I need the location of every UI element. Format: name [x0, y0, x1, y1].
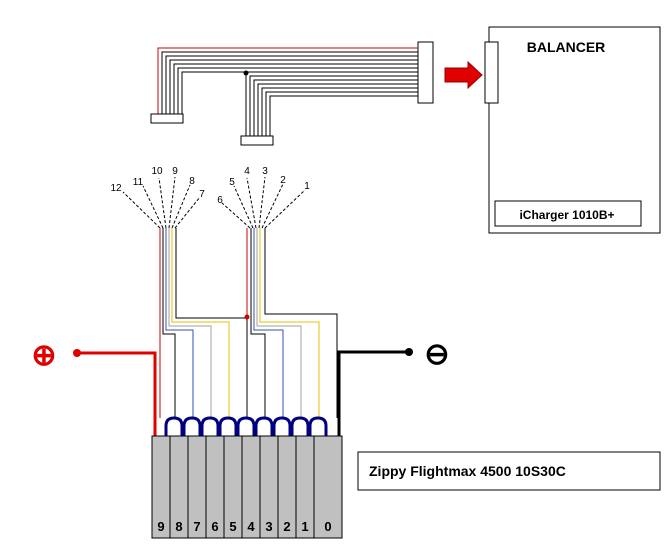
cell-numbers: 9 8 7 6 5 4 3 2 1 0 [157, 519, 331, 534]
battery-pack [151, 435, 343, 539]
cell-number: 8 [175, 519, 182, 534]
balance-plug-left [150, 113, 184, 124]
balance-leads-left [159, 228, 248, 418]
pin-label: 12 [110, 183, 122, 194]
connect-arrow-icon [444, 60, 483, 90]
pin-fan-right [221, 176, 306, 229]
pin-label: 2 [280, 175, 286, 186]
harness-junction [243, 70, 249, 76]
balance-cable-connector [417, 41, 434, 104]
cell-number: 4 [247, 519, 255, 534]
harness-right [245, 72, 418, 136]
pin-label: 5 [229, 177, 235, 188]
balancer-model-box [494, 200, 642, 227]
cell-number: 1 [301, 519, 308, 534]
pin-label: 9 [172, 166, 178, 177]
pin-label: 10 [151, 166, 163, 177]
cell-number: 7 [193, 519, 200, 534]
negative-symbol-icon: ⊖ [424, 338, 449, 371]
pin-label: 11 [133, 177, 144, 188]
balance-plug-right [240, 135, 274, 146]
cell-number: 6 [211, 519, 218, 534]
cell-number: 5 [229, 519, 236, 534]
balancer-port [484, 41, 499, 104]
cell-number: 3 [265, 519, 272, 534]
negative-terminal [405, 348, 413, 356]
battery-label: Zippy Flightmax 4500 10S30C [369, 463, 566, 479]
pin-label: 6 [217, 195, 223, 206]
pin-label: 7 [199, 189, 205, 200]
cell-number: 9 [157, 519, 164, 534]
positive-symbol-icon: ⊕ [31, 339, 56, 372]
pin-label: 3 [262, 166, 268, 177]
positive-lead [77, 351, 157, 436]
balancer-box [488, 26, 661, 234]
positive-terminal [73, 349, 81, 357]
pin-fan-left [122, 176, 201, 229]
negative-lead [337, 350, 409, 436]
cell-number: 0 [324, 519, 331, 534]
pin-label: 8 [189, 176, 195, 187]
wire-junction [244, 314, 250, 320]
balancer-title: BALANCER [527, 39, 606, 55]
balancer-model: iCharger 1010B+ [519, 208, 614, 222]
cell-interconnects [164, 416, 328, 438]
harness-left [157, 47, 418, 114]
pin-labels-left: 12 11 10 9 8 7 [110, 166, 205, 200]
pin-label: 1 [304, 181, 310, 192]
pin-label: 4 [244, 166, 250, 177]
battery-cell [313, 435, 343, 539]
battery-label-box [357, 451, 661, 491]
cell-number: 2 [283, 519, 290, 534]
pin-labels-right: 6 5 4 3 2 1 [217, 166, 310, 206]
balance-leads-right [246, 228, 338, 418]
